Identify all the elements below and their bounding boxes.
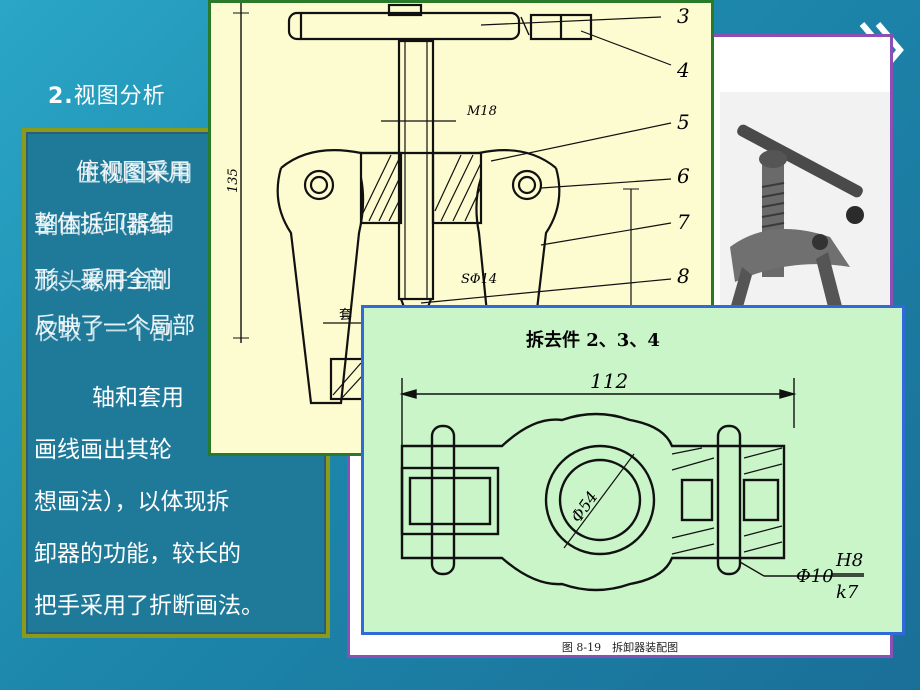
- dim-135: 135: [226, 168, 241, 193]
- detail-title: 拆去件 2、3、4: [526, 329, 660, 351]
- garbled-line: 主视图采用: [78, 161, 193, 187]
- paragraph-line: 想画法），以体现拆: [34, 489, 230, 515]
- callout-5: 5: [677, 110, 690, 134]
- detail-drawing-panel: 拆去件 2、3、4 112: [361, 305, 905, 635]
- garbled-line: 反映了一个局部: [34, 313, 195, 339]
- assembly-drawing: 3 4 5 6 7 8 M18 135 SΦ14 套: [226, 3, 690, 405]
- callout-3: 3: [677, 4, 690, 28]
- garbled-line: 形、采用全剖: [34, 267, 172, 293]
- paragraph-line: 把手采用了折断画法。: [34, 593, 264, 619]
- label-tao: 套: [339, 307, 352, 323]
- dim-112: 112: [590, 369, 628, 393]
- paragraph-line: 画线画出其轮: [34, 437, 172, 463]
- puller-photo: 图 8-19 拆卸器装配图: [562, 92, 890, 654]
- garbled-line: 仅取了一个剖: [36, 319, 174, 345]
- heading-number: 2.: [48, 84, 74, 109]
- photo-caption: 图 8-19 拆卸器装配图: [562, 640, 678, 654]
- dim-phi10: Φ10: [796, 566, 834, 587]
- callout-6: 6: [677, 164, 690, 188]
- dim-phi54: Φ54: [567, 488, 602, 526]
- garbled-line: 俯视图采用: [76, 159, 191, 185]
- fit-lower: k7: [836, 582, 859, 603]
- paragraph-line: 卸器的功能，较长的: [34, 541, 241, 567]
- paragraph-line: 轴和套用: [92, 385, 184, 411]
- dim-sphere: SΦ14: [461, 272, 497, 287]
- callout-7: 7: [677, 210, 690, 234]
- garbled-line: 整体拆卸器结: [34, 211, 172, 237]
- slide-heading: 2.视图分析: [48, 78, 166, 110]
- dim-m18: M18: [466, 104, 497, 119]
- fit-upper: H8: [835, 550, 863, 571]
- garbled-line: 顶头螺杆3和: [36, 269, 166, 295]
- heading-text: 视图分析: [73, 84, 166, 109]
- callout-8: 8: [677, 264, 690, 288]
- callout-4: 4: [676, 58, 690, 82]
- garbled-line: 剖面法（拆卸: [36, 213, 174, 239]
- detail-drawing: 拆去件 2、3、4 112: [399, 329, 864, 603]
